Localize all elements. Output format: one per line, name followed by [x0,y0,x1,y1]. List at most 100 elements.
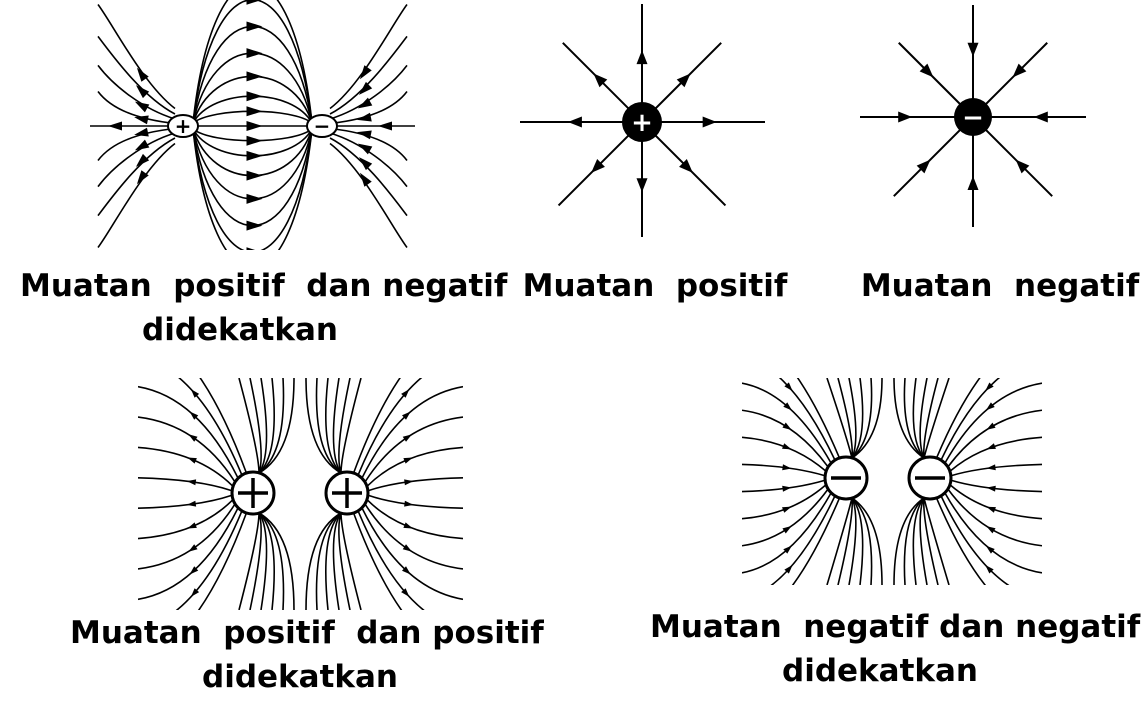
field-arrow [401,588,410,597]
field-line [919,497,928,585]
field-arrow [986,485,996,492]
field-line [851,497,873,585]
field-arrow [358,157,373,171]
field-arrow [246,0,262,5]
field-arrow [187,457,197,464]
field-arrow [782,464,792,471]
field-line [329,137,408,217]
field-line [192,0,313,124]
field-line [353,378,402,473]
dipole-field-diagram: +− [90,0,415,250]
field-arrow [136,170,149,185]
field-arrow [984,584,986,585]
field-line [912,378,925,459]
field-line [138,446,233,487]
field-line [258,378,276,474]
field-line [851,497,883,585]
field-arrow [246,21,263,32]
inward-arrow [919,63,934,78]
field-arrow [136,67,149,82]
field-line [258,378,295,474]
field-line [357,378,423,475]
field-arrow [186,479,197,486]
field-arrow [403,457,413,464]
field-line [791,498,840,585]
field-arrow [986,422,996,430]
field-line [922,378,939,459]
field-line [742,493,832,574]
two-negative-panel [742,378,1042,585]
field-arrow [246,71,263,82]
outward-arrow [679,159,693,173]
field-line [851,378,873,459]
field-arrow [782,443,792,450]
field-arrow [134,101,150,113]
field-line [199,378,247,473]
single-negative-caption: Muatan negatif [860,268,1140,304]
field-arrow [134,115,149,125]
field-line [138,499,233,540]
field-arrow [783,402,793,411]
two-positive-caption-line2: didekatkan [202,659,398,695]
field-line [324,512,342,610]
two-positive-caption-line1: Muatan positif dan positif [70,615,544,651]
field-arrow [357,97,373,109]
field-line [368,494,463,509]
field-arrow [357,130,372,140]
field-arrow [783,545,793,554]
field-line [368,477,463,492]
field-arrow [246,121,263,131]
field-arrow [188,434,198,442]
negative-charge-diagram: − [860,5,1086,227]
field-line [258,512,276,610]
field-line [238,512,260,610]
field-line [249,378,262,474]
field-arrow [401,411,411,420]
field-arrow [985,545,995,554]
field-line [936,498,987,585]
field-line [97,35,176,115]
field-arrow [782,506,792,513]
field-line [97,4,176,110]
field-arrow [188,544,198,552]
field-line [97,91,176,125]
field-arrow [187,522,197,529]
field-arrow [246,150,263,161]
field-arrow [246,247,256,250]
inward-arrow [1015,159,1030,174]
field-arrow [782,485,792,492]
field-line [258,378,285,474]
negative-charge-ring [306,114,338,138]
field-arrow [186,500,197,507]
negative-charge-disc [954,98,992,136]
field-line [258,512,268,610]
field-line [851,378,883,459]
inward-arrow [1012,63,1027,78]
field-arrow [784,382,793,392]
outward-arrow [702,116,717,128]
field-arrow [792,584,794,585]
field-arrow [108,121,122,131]
negative-charge-sign: − [962,103,984,133]
field-arrow [986,443,996,450]
field-arrow [401,389,410,398]
positive-charge-sign: + [175,114,192,138]
field-arrow [985,402,995,411]
field-arrow [246,170,263,181]
field-line [177,378,243,475]
inward-arrow [1033,111,1048,123]
field-line [97,64,176,120]
field-line [367,446,463,487]
single-negative-panel: − [855,0,1095,240]
dipole-caption-line2: didekatkan [142,312,338,348]
field-line [848,378,857,459]
field-line [944,493,1042,574]
outward-arrow [636,178,648,193]
field-arrow [404,500,414,507]
field-line [329,127,408,161]
field-arrow [403,522,413,529]
field-line [338,378,351,474]
two-negative-diagram [742,378,1042,585]
field-arrow [782,526,792,534]
field-line [893,497,925,585]
